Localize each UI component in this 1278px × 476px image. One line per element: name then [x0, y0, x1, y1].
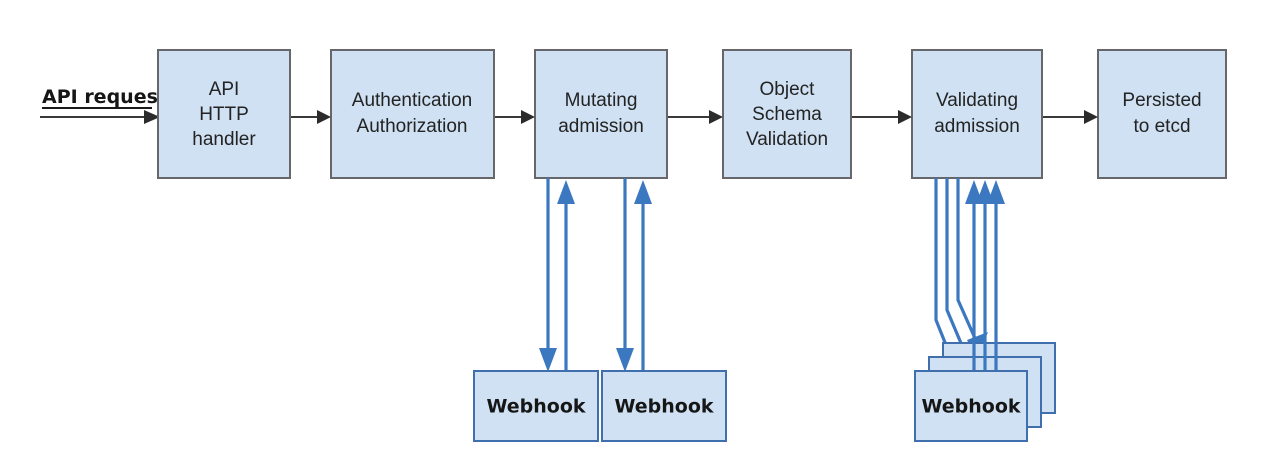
- hook-up-arrowhead: [557, 180, 575, 204]
- hook-up-arrowhead: [987, 180, 1005, 204]
- mutating-webhook-connector-1: [539, 178, 575, 372]
- webhook-mutating-2[interactable]: Webhook: [601, 370, 727, 442]
- stage-label-line: Schema: [752, 104, 822, 125]
- flow-arrow-2: [495, 110, 535, 124]
- stage-label-line: API: [209, 79, 240, 100]
- validating-webhook-connector-up-3: [987, 180, 1005, 385]
- webhook-mutating-1[interactable]: Webhook: [473, 370, 599, 442]
- stage-label-line: Mutating: [565, 90, 638, 111]
- flow-arrow-head: [898, 110, 912, 124]
- stage-box-rect[interactable]: [534, 49, 668, 179]
- flow-arrow-head: [317, 110, 331, 124]
- stage-api-http-handler[interactable]: API HTTP handler: [157, 49, 291, 179]
- stage-label-line: to etcd: [1133, 116, 1190, 137]
- hook-down-arrowhead: [616, 348, 634, 372]
- stage-label-line: Object: [760, 79, 816, 100]
- stage-box-rect[interactable]: [330, 49, 495, 179]
- hook-down-shaft: [934, 178, 956, 366]
- stage-box-rect[interactable]: [157, 49, 291, 179]
- webhook-box-rect[interactable]: [601, 370, 727, 442]
- stage-label-line: Authentication: [352, 90, 472, 111]
- flow-arrow-3: [668, 110, 723, 124]
- webhook-label: Webhook: [614, 396, 713, 418]
- stage-label-line: Validating: [936, 90, 1018, 111]
- flow-arrow-4: [852, 110, 912, 124]
- webhook-label: Webhook: [921, 396, 1020, 418]
- stage-authentication-authorization[interactable]: Authentication Authorization: [330, 49, 495, 179]
- flow-arrow-1: [291, 110, 331, 124]
- stage-label-line: handler: [192, 129, 256, 150]
- entry-arrow-head: [144, 110, 160, 124]
- stage-object-schema-validation[interactable]: Object Schema Validation: [722, 49, 852, 179]
- stage-label-line: Persisted: [1122, 90, 1201, 111]
- api-request-label: API request: [42, 86, 167, 108]
- hook-down-arrowhead: [539, 348, 557, 372]
- flow-arrow-5: [1043, 110, 1098, 124]
- flow-arrow-head: [709, 110, 723, 124]
- mutating-webhook-connector-2: [616, 178, 652, 372]
- stage-label-line: Validation: [746, 129, 828, 150]
- stage-label-line: admission: [934, 116, 1020, 137]
- webhook-box-rect[interactable]: [914, 370, 1028, 442]
- stage-box-rect[interactable]: [722, 49, 852, 179]
- hook-down-shaft: [945, 178, 968, 356]
- api-request-entry: API request: [40, 86, 167, 124]
- flow-arrow-head: [521, 110, 535, 124]
- stage-validating-admission[interactable]: Validating admission: [911, 49, 1043, 179]
- stage-label-line: Authorization: [357, 116, 468, 137]
- hook-down-shaft: [956, 178, 980, 346]
- webhook-label: Webhook: [486, 396, 585, 418]
- webhook-box-rect[interactable]: [473, 370, 599, 442]
- stage-mutating-admission[interactable]: Mutating admission: [534, 49, 668, 179]
- flow-arrow-head: [1084, 110, 1098, 124]
- stage-persisted-to-etcd[interactable]: Persisted to etcd: [1097, 49, 1227, 179]
- hook-up-arrowhead: [634, 180, 652, 204]
- stage-label-line: admission: [558, 116, 644, 137]
- stage-label-line: HTTP: [199, 104, 249, 125]
- stage-box-rect[interactable]: [1097, 49, 1227, 179]
- webhook-validating-front[interactable]: Webhook: [914, 370, 1028, 442]
- stage-box-rect[interactable]: [911, 49, 1043, 179]
